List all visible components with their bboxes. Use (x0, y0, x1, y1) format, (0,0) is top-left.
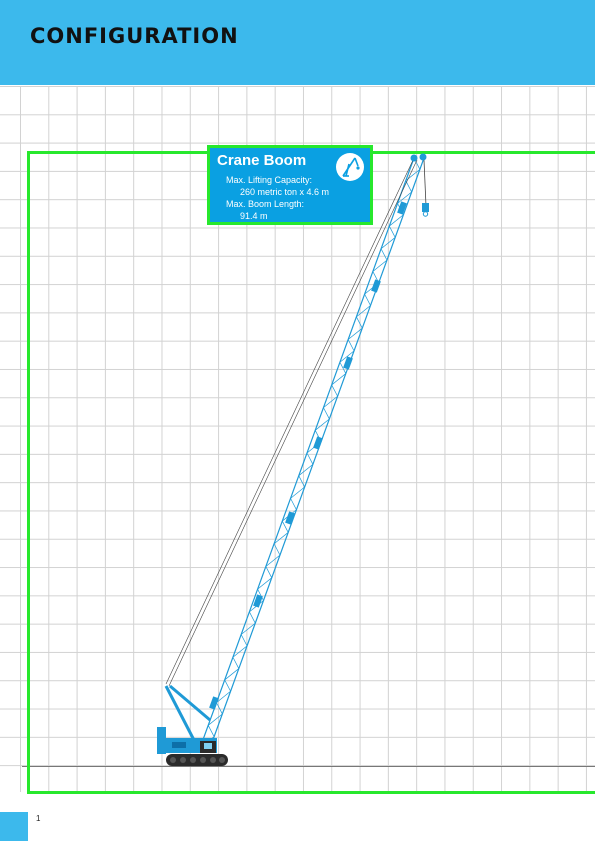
info-title: Crane Boom (217, 152, 307, 169)
page-number: 1 (36, 814, 41, 823)
lattice-brace (224, 679, 231, 692)
lattice-brace (290, 498, 297, 510)
lattice-brace (208, 713, 223, 726)
lattice-brace (339, 362, 347, 374)
lattice-brace (405, 180, 412, 193)
lattice-brace (372, 259, 388, 272)
lattice-brace (281, 520, 289, 533)
lattice-brace (397, 191, 412, 204)
lattice-brace (331, 384, 338, 397)
header-banner: CONFIGURATION (0, 0, 595, 85)
lattice-brace (273, 543, 281, 556)
lattice-brace (265, 566, 273, 578)
lattice-brace (356, 316, 363, 329)
lattice-brace (240, 634, 248, 647)
lattice-brace (249, 611, 256, 624)
lattice-brace (232, 645, 248, 658)
lattice-brace (389, 214, 404, 227)
lattice-brace (306, 452, 314, 465)
page-tab (0, 812, 28, 841)
lattice-brace (257, 588, 264, 601)
lattice-brace (240, 622, 256, 635)
length-value: 91.4 m (240, 211, 268, 221)
lattice-brace (323, 407, 330, 420)
crawler-tracks (166, 754, 228, 766)
lattice-brace (265, 554, 281, 567)
lattice-brace (331, 373, 347, 386)
lattice-brace (323, 395, 338, 408)
lattice-brace (388, 225, 396, 238)
lattice-brace (216, 690, 231, 703)
crane-mast (164, 684, 211, 745)
pendant-ropes (165, 157, 418, 687)
page-title: CONFIGURATION (30, 24, 239, 48)
lattice-brace (364, 293, 371, 306)
lattice-brace (347, 327, 363, 340)
boom-lattice (199, 157, 421, 749)
lattice-brace (380, 248, 388, 261)
lattice-brace (298, 475, 305, 488)
lattice-brace (356, 305, 371, 318)
ground-line (22, 766, 595, 767)
length-label: Max. Boom Length: (226, 199, 305, 209)
lattice-brace (207, 725, 215, 737)
lattice-brace (257, 577, 272, 590)
capacity-label: Max. Lifting Capacity: (226, 175, 313, 185)
crane-boom (199, 157, 425, 749)
crane-icon (336, 153, 364, 181)
lattice-brace (298, 464, 314, 476)
capacity-value: 260 metric ton x 4.6 m (240, 187, 330, 197)
lattice-brace (273, 532, 289, 545)
lattice-brace (232, 657, 240, 669)
crane-info-card: Crane Boom Max. Lifting Capacity: 260 me… (207, 145, 373, 225)
lattice-brace (216, 702, 223, 715)
lattice-brace (315, 418, 330, 431)
lattice-brace (339, 350, 355, 363)
info-specs: Max. Lifting Capacity: 260 metric ton x … (226, 174, 329, 222)
boom-tip (410, 153, 427, 162)
boom-joints (209, 201, 407, 710)
lattice-brace (347, 339, 355, 352)
crane-superstructure (157, 727, 217, 754)
lattice-brace (290, 486, 305, 499)
lattice-brace (380, 237, 396, 250)
lattice-brace (224, 668, 240, 681)
hook-block (422, 159, 429, 217)
